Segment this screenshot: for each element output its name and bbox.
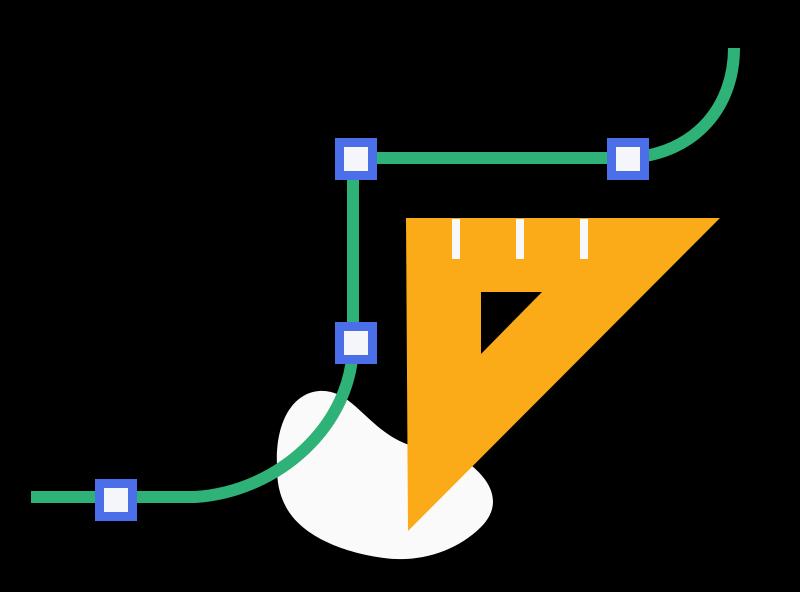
- anchor-point-center: [104, 488, 128, 512]
- anchor-point-center: [344, 147, 368, 171]
- ruler-tick-mark: [580, 219, 588, 259]
- ruler-tick-mark: [452, 219, 460, 259]
- anchor-point-center: [344, 331, 368, 355]
- anchor-point-center: [616, 147, 640, 171]
- ruler-tick-mark: [516, 219, 524, 259]
- white-blob-shape: [276, 390, 493, 560]
- set-square-ruler-shape: [406, 218, 720, 531]
